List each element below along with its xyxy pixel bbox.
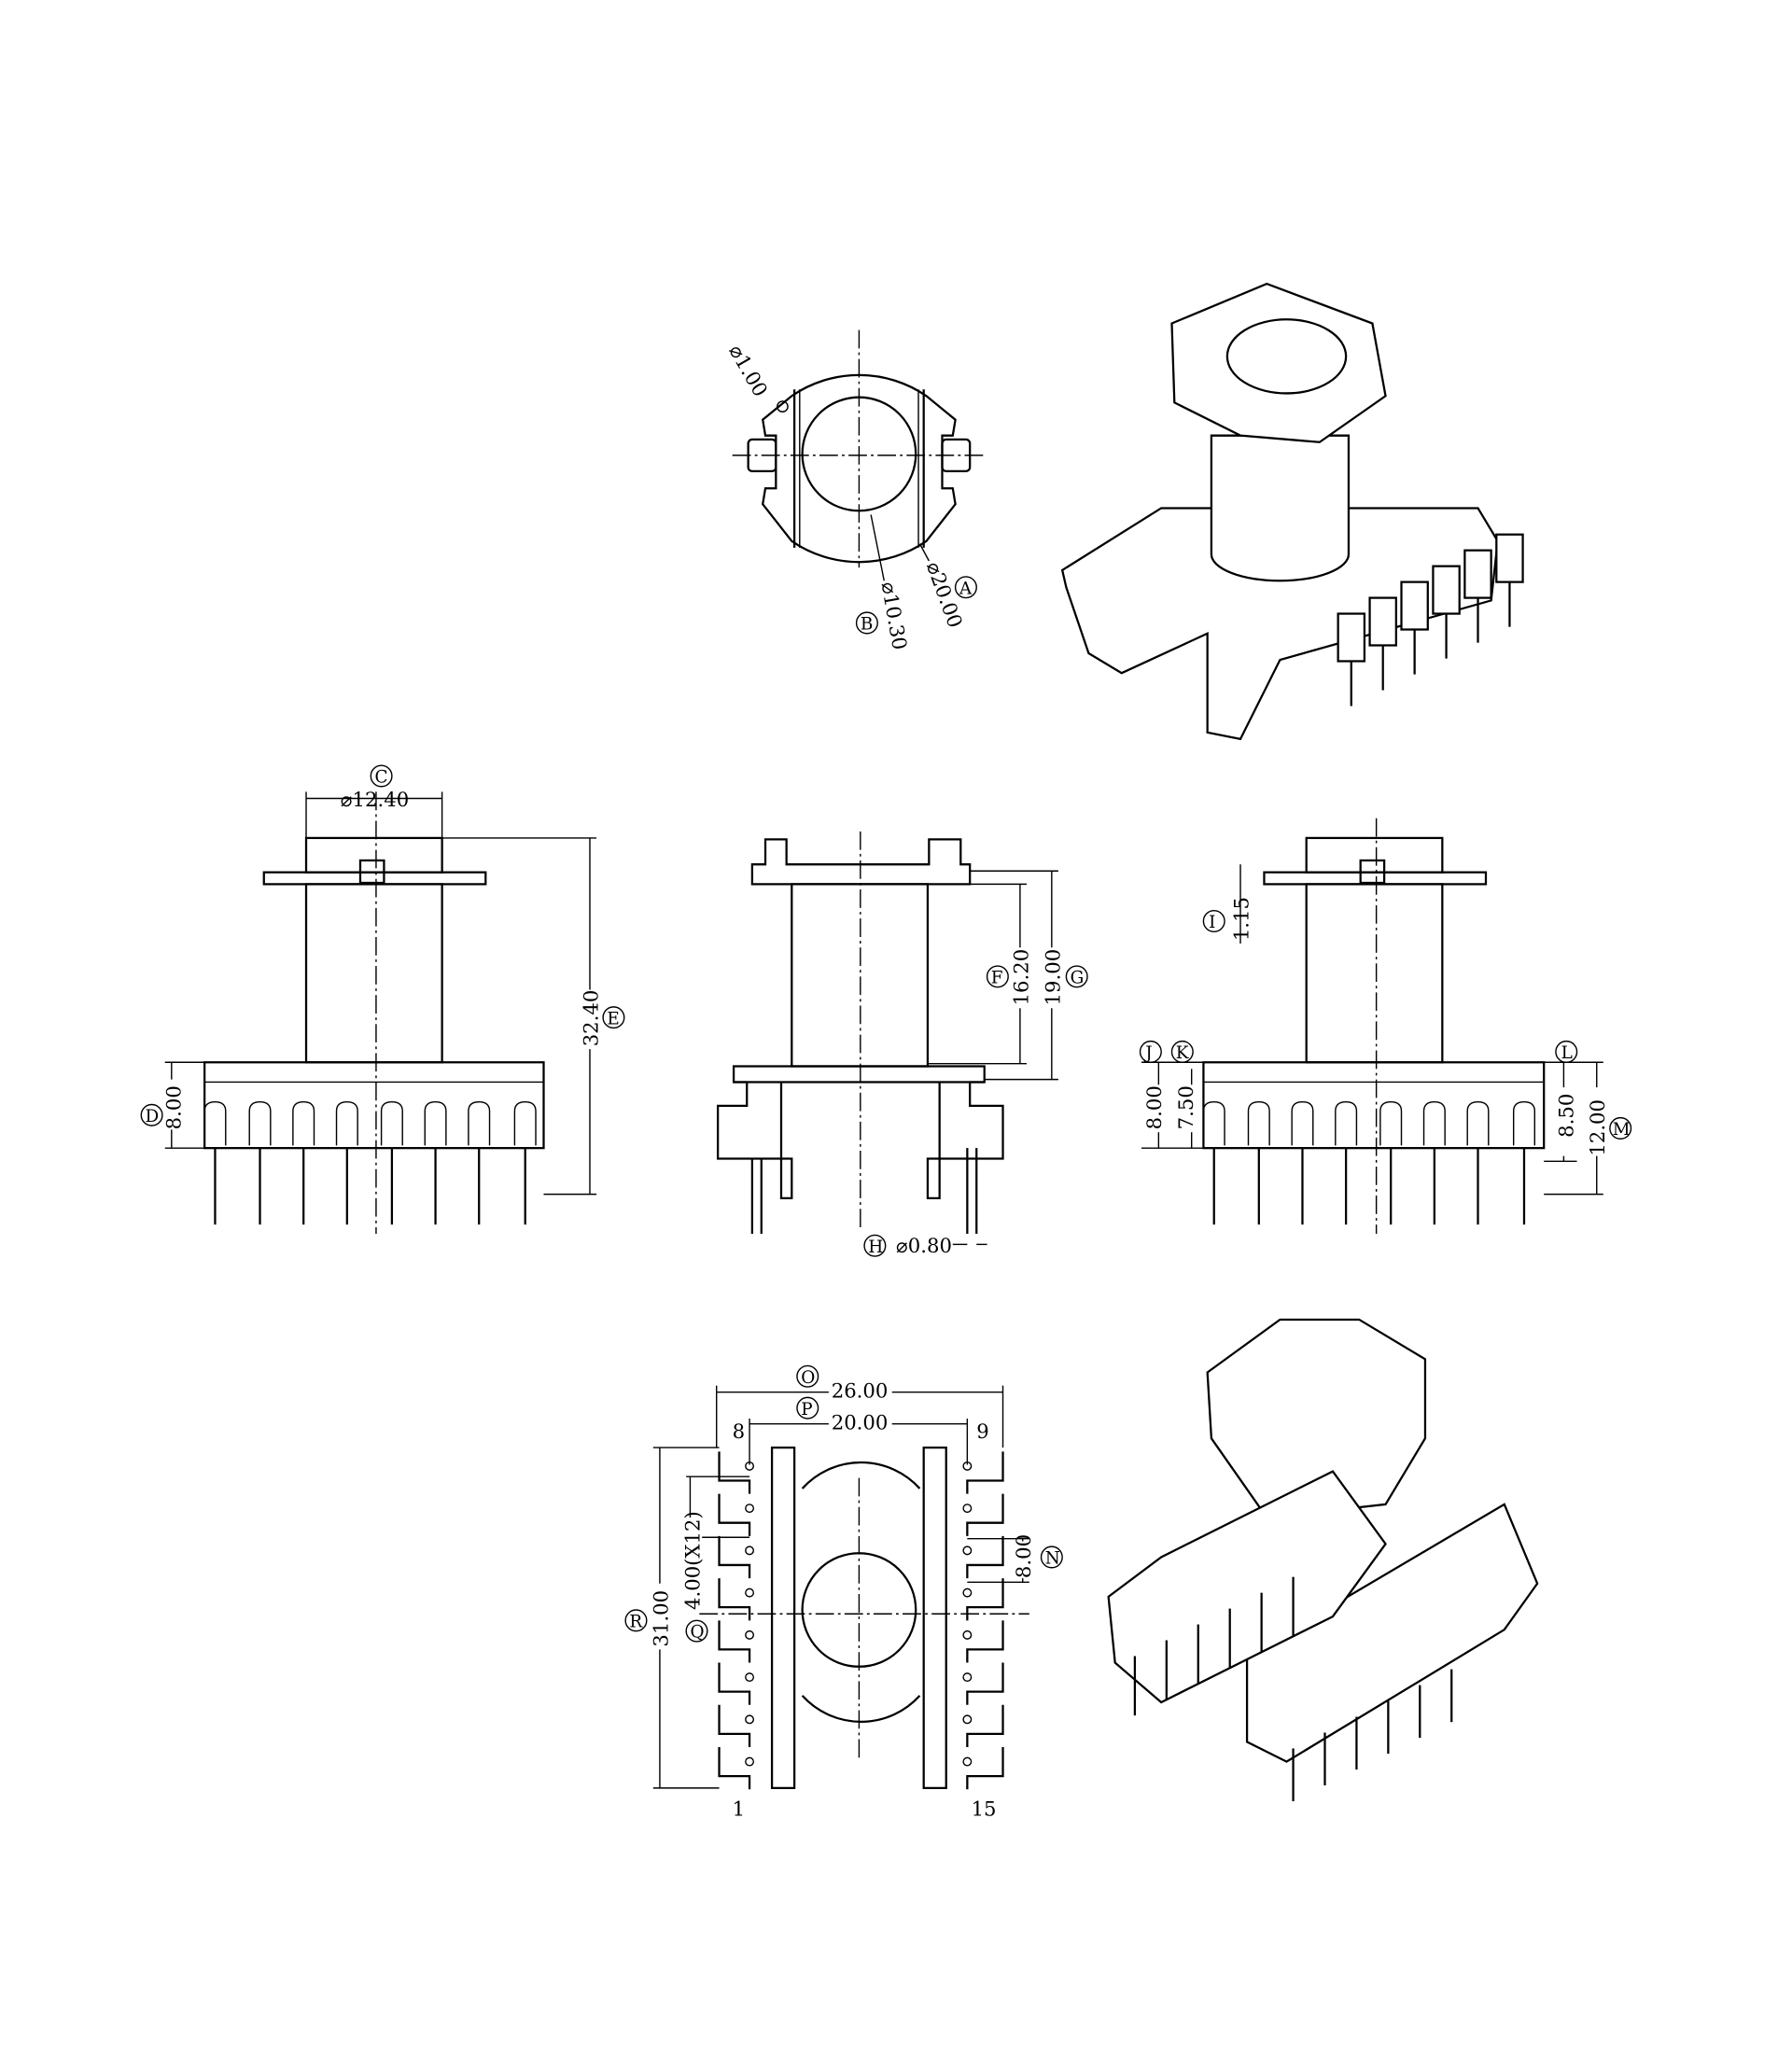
fin [966,1747,1004,1790]
fin [1291,1100,1314,1146]
fin [718,1662,751,1705]
fin [203,1100,227,1146]
tag-d: D [146,1107,160,1126]
fin [718,1493,751,1536]
length-dim-label: 31.00 [649,1590,672,1647]
fin [718,1451,751,1494]
pin-hole [962,1587,973,1598]
width-dim-label: 26.00 [832,1378,889,1402]
pin-hole [962,1672,973,1683]
fin [718,1620,751,1663]
tag-q: Q [690,1623,704,1643]
base-dim-label: 8.00 [162,1085,186,1129]
tag-c: C [375,768,388,788]
terminal-block [1495,533,1524,583]
terminal-block [1400,580,1429,631]
top-view: ⌀1.00 ⌀20.00 ⌀10.30 A B [724,329,984,652]
fin [513,1100,537,1146]
flange-dim-label: ⌀12.40 [341,788,409,811]
flange-thick-label: 1.15 [1229,897,1253,941]
pin-hole [962,1504,973,1514]
fin [966,1535,1004,1579]
isometric-view-bottom [1107,1318,1539,1802]
pin-hole [745,1714,755,1725]
tag-r: R [629,1612,643,1631]
pin-hole [745,1756,755,1767]
fin [292,1100,315,1146]
window-dim-label: 19.00 [1041,949,1064,1006]
fin [718,1747,751,1790]
terminal-block [1432,565,1461,615]
pin-label-1: 1 [733,1797,745,1821]
tag-m: M [1613,1120,1631,1140]
hole-dim-label: ⌀1.00 [724,341,773,400]
tag-f: F [991,968,1003,987]
pin-hole [745,1504,755,1514]
fin [1335,1100,1358,1146]
fin [248,1100,272,1146]
terminal-block [1463,549,1492,599]
pin-hole [745,1629,755,1640]
tag-b: B [861,615,874,635]
pin-hole [745,1672,755,1683]
tag-a: A [959,579,973,598]
side-view: 16.20 19.00 F G ⌀0.80 H [717,831,1088,1257]
fin [424,1100,447,1146]
pin-hole [962,1629,973,1640]
height-dim-label: 32.40 [579,990,602,1047]
fin [468,1100,491,1146]
tag-i: I [1209,913,1215,932]
fin [966,1662,1004,1705]
row-dim-label: 20.00 [832,1410,889,1434]
terminal-block [1368,596,1397,647]
pin-hole [745,1587,755,1598]
fin [1202,1100,1225,1146]
fin [718,1535,751,1579]
pin-hole [962,1756,973,1767]
fin [380,1100,403,1146]
front-view: ⌀12.40 C 32.40 E 8.00 D [140,764,625,1235]
isometric-view-top [1060,282,1524,741]
inner-dim-label: ⌀10.30 [877,580,912,652]
terminal-block [1337,612,1366,663]
fin [966,1493,1004,1536]
fin [1379,1100,1403,1146]
pin-label-15: 15 [972,1797,997,1821]
tag-j: J [1143,1043,1152,1063]
pin-label-9: 9 [976,1420,988,1443]
tag-g: G [1071,968,1085,987]
winding-dim-label: 16.20 [1009,949,1032,1006]
tag-n: N [1045,1549,1060,1569]
pin-dim-label: ⌀0.80 [896,1234,952,1257]
tag-k: K [1176,1043,1189,1063]
pin-label-8: 8 [733,1420,745,1443]
tag-e: E [607,1009,619,1028]
pin-hole [962,1545,973,1556]
fin [335,1100,358,1146]
tag-l: L [1561,1043,1573,1063]
fin [1247,1100,1270,1146]
fin [966,1620,1004,1663]
tag-p: P [801,1400,812,1420]
pin-hole [745,1545,755,1556]
fin [966,1451,1004,1494]
gap-dim-label: 8.00 [1012,1534,1035,1578]
dim-l-label: 8.50 [1554,1094,1577,1138]
tag-h: H [868,1238,883,1257]
fin [1422,1100,1446,1146]
right-view: 1.15 I 8.00 7.50 J K 8.50 12.00 L M [1139,818,1632,1235]
bottom-view: 26.00 20.00 O P 8 9 1 15 31.00 R 4.00(X1… [624,1364,1063,1821]
fin [1466,1100,1490,1146]
pitch-dim-label: 4.00(X12) [680,1511,704,1610]
dim-k-label: 7.50 [1174,1085,1197,1129]
dim-m-label: 12.00 [1586,1099,1609,1156]
fin [1512,1100,1536,1146]
fin [718,1578,751,1621]
fin [718,1704,751,1748]
dim-j-label: 8.00 [1142,1085,1166,1129]
fin [966,1704,1004,1748]
tag-o: O [801,1368,815,1388]
pin-hole [962,1714,973,1725]
